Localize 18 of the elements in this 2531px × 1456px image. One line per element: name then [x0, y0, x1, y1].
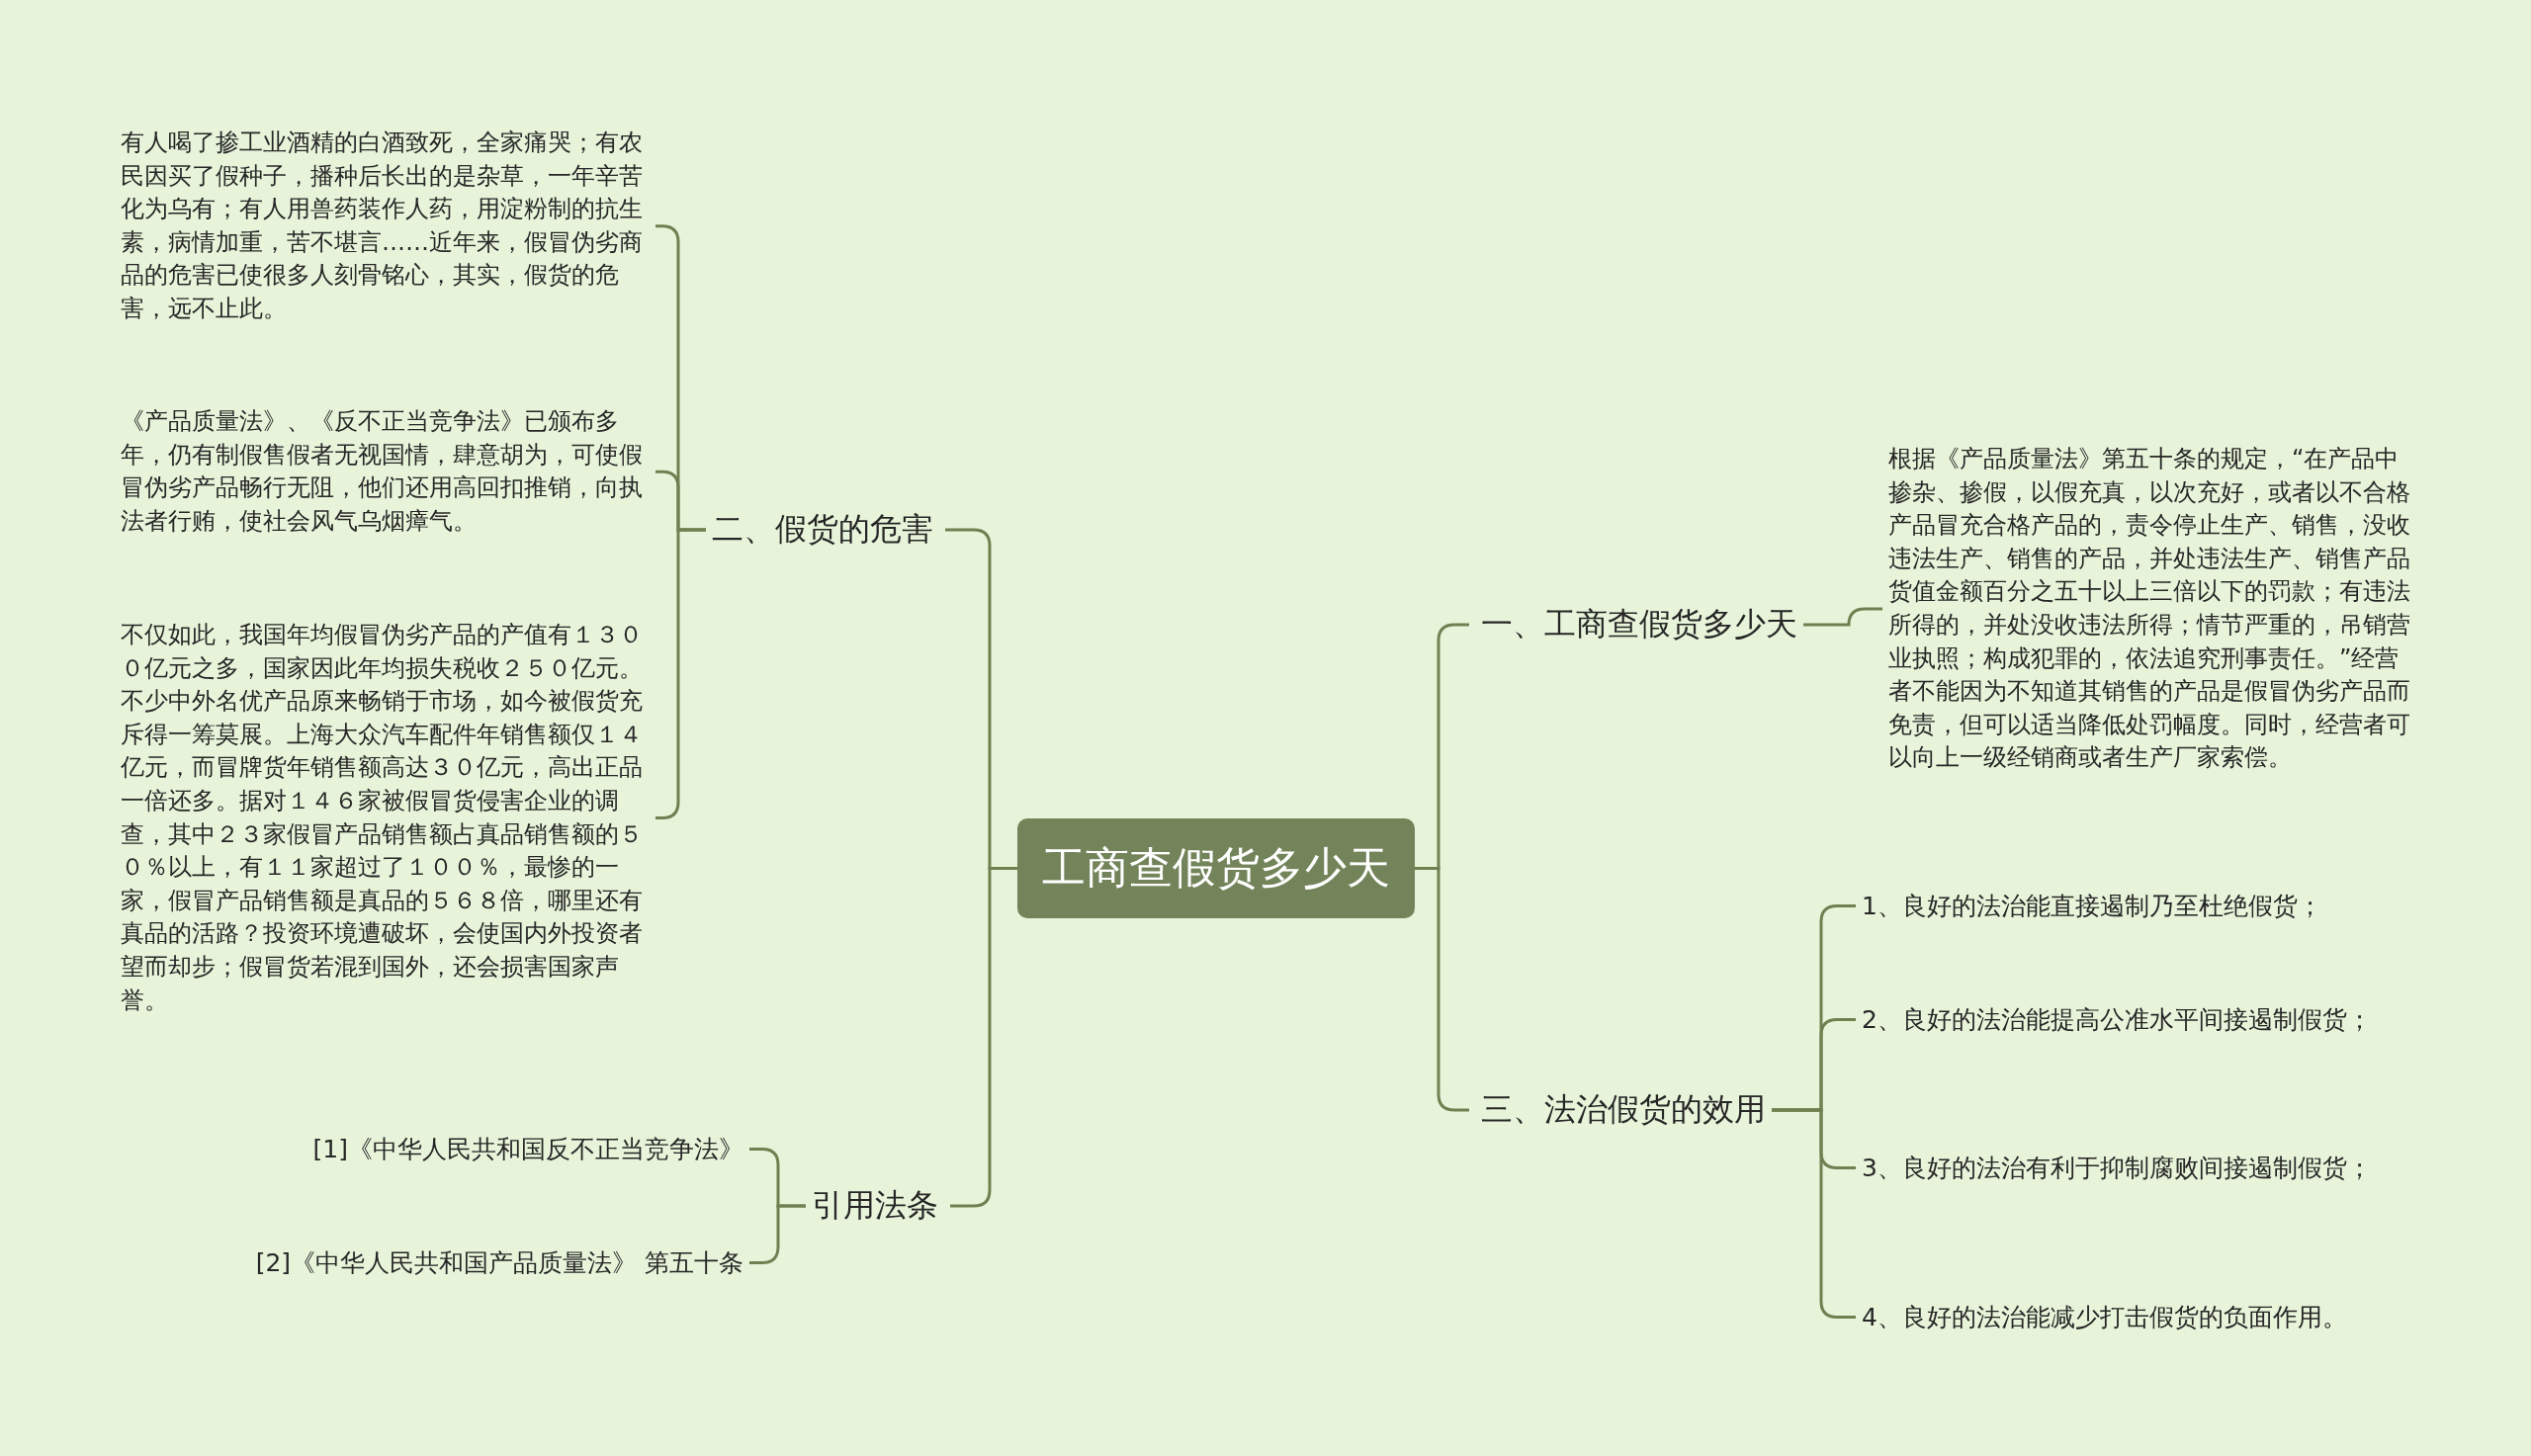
branch-topic: 三、法治假货的效用 — [1475, 1084, 1772, 1136]
note-text: 有人喝了掺工业酒精的白酒致死，全家痛哭；有农民因买了假种子，播种后长出的是杂草，一年辛苦化为乌有；有人用兽药装作人药，用淀粉制的抗生素，病情加重，苦不堪言……近年来，假冒伪劣商品的危害已使很多人刻骨铭心，其实，假货的危害，远不止此。 — [121, 127, 650, 326]
connector — [950, 867, 1017, 1208]
central-topic: 工商查假货多少天 — [1017, 818, 1415, 918]
branch-topic: 引用法条 — [806, 1180, 944, 1232]
list-item: 3、良好的法治有利于抑制腐败间接遏制假货； — [1862, 1152, 2415, 1184]
note-text: 根据《产品质量法》第五十条的规定，“在产品中掺杂、掺假，以假充真，以次充好，或者以不合格产品冒充合格产品的，责令停止生产、销售，没收违法生产、销售的产品，并处违法生产、销售产品货值金额百分之五十以上三倍以下的罚款；有违法所得的，并处没收违法所得；情节严重的，吊销营业执照；构成犯罪的，依法追究刑事责任。”经营者不能因为不知道其销售的产品是假冒伪劣产品而免责，但可以适当降低处罚幅度。同时，经营者可以向上一级经销商或者生产厂家索偿。 — [1888, 443, 2412, 775]
reference-text: [2]《中华人民共和国产品质量法》 第五十条 — [198, 1246, 743, 1279]
list-item: 4、良好的法治能减少打击假货的负面作用。 — [1862, 1301, 2455, 1333]
connector — [1772, 1108, 1856, 1319]
reference-text: [1]《中华人民共和国反不正当竞争法》 — [198, 1133, 743, 1165]
connector — [1803, 607, 1882, 627]
branch-topic: 二、假货的危害 — [706, 504, 939, 556]
branch-topic: 一、工商查假货多少天 — [1475, 599, 1803, 650]
list-item: 1、良好的法治能直接遏制乃至杜绝假货； — [1862, 890, 2455, 922]
note-text: 《产品质量法》、《反不正当竞争法》已颁布多年，仍有制假售假者无视国情，肆意胡为，可使假冒伪劣产品畅行无阻，他们还用高回扣推销，向执法者行贿，使社会风气乌烟瘴气。 — [121, 405, 650, 539]
note-text: 不仅如此，我国年均假冒伪劣产品的产值有１３００亿元之多，国家因此年均损失税收２５０亿元。不少中外名优产品原来畅销于市场，如今被假货充斥得一筹莫展。上海大众汽车配件年销售额仅１４亿元，而冒牌货年销售额高达３０亿元，高出正品一倍还多。据对１４６家被假冒货侵害企业的调查，其中２３家假冒产品销售额占真品销售额的５０％以上，有１１家超过了１００％，最惨的一家，假冒产品销售额是真品的５６８倍，哪里还有真品的活路？投资环境遭破坏，会使国内外投资者望而却步；假冒货若混到国外，还会损害国家声誉。 — [121, 619, 650, 1018]
list-item: 2、良好的法治能提高公准水平间接遏制假货； — [1862, 1003, 2415, 1036]
